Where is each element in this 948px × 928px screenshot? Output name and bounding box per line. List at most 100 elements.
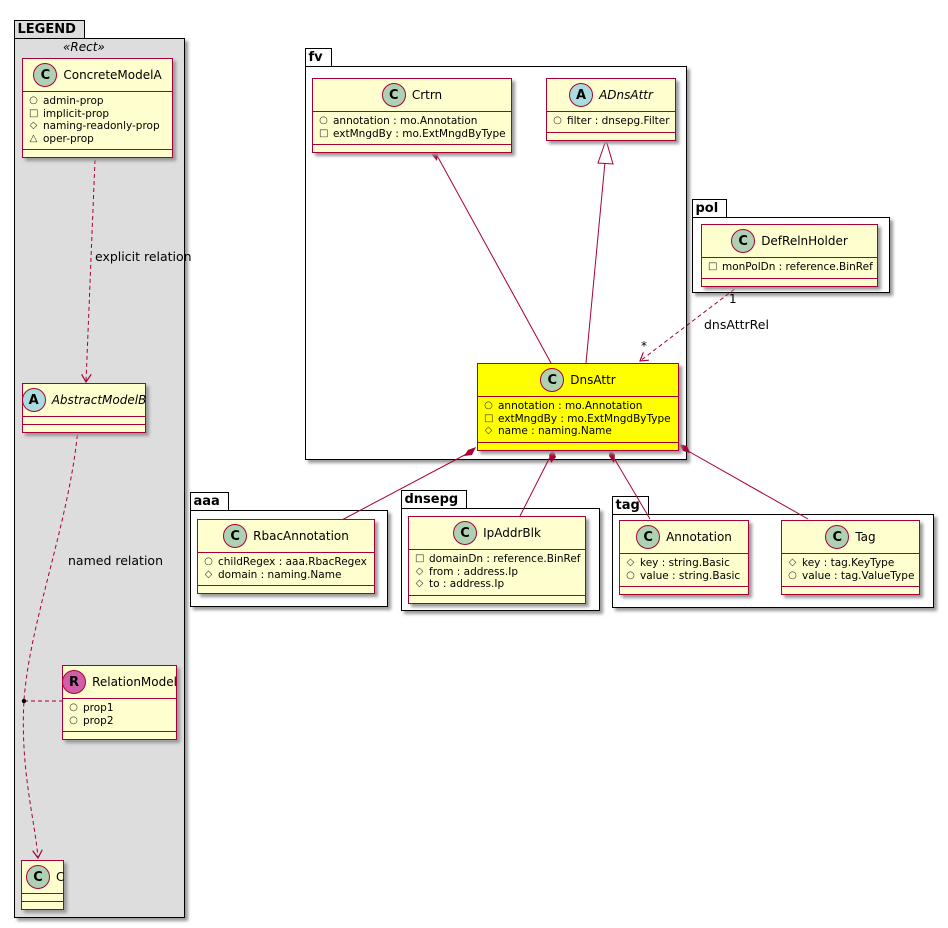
attribute-row: ◇to : address.Ip: [415, 578, 579, 591]
class-icon: C: [453, 521, 478, 545]
attribute-row: ○filter : dnsepg.Filter: [553, 115, 669, 128]
class-name: ConcreteModelA: [63, 68, 162, 82]
class-header: C C: [22, 861, 64, 893]
class-name: DefRelnHolder: [761, 234, 848, 248]
private-icon: □: [708, 261, 718, 272]
class-adnsattr: A ADnsAttr ○filter : dnsepg.Filter: [546, 78, 676, 141]
class-name: Crtrn: [411, 88, 443, 102]
class-attributes: ○ childRegex : aaa.RbacRegex ◇domain : na…: [198, 552, 374, 585]
public-icon: ○: [29, 95, 38, 106]
private-icon: □: [415, 553, 425, 564]
attribute-row: ○ childRegex : aaa.RbacRegex: [204, 556, 368, 569]
public-icon: ○: [626, 569, 635, 581]
class-abstractmodelb: A AbstractModelB: [21, 383, 147, 433]
class-icon: C: [33, 63, 58, 87]
class-icon: R: [62, 670, 87, 694]
attribute-row: □domainDn : reference.BinRef: [415, 553, 581, 566]
attribute-text: annotation : mo.Annotation: [498, 400, 643, 412]
private-icon: □: [29, 107, 39, 119]
dnsattr-ipaddr-edge: [519, 452, 553, 517]
public-icon: ○: [553, 115, 562, 126]
attribute-row: ◇naming-readonly-prop: [29, 120, 166, 133]
class-operations: [23, 424, 145, 432]
class-defrelnholder: C DefRelnHolder □ monPolDn : reference.Bi…: [701, 224, 878, 287]
class-icon: C: [731, 229, 756, 253]
class-operations: [313, 144, 511, 152]
class-operations: [63, 731, 176, 739]
attribute-row: ○ value : string.Basic: [626, 570, 742, 583]
class-attributes: □ monPolDn : reference.BinRef: [702, 257, 877, 278]
public-icon: ○: [69, 714, 78, 726]
attribute-row: ◇ from : address.Ip: [415, 566, 579, 579]
class-name: AbstractModelB: [51, 393, 147, 407]
public-icon: ○: [319, 115, 328, 126]
class-attributes: □domainDn : reference.BinRef ◇ from : add…: [409, 549, 585, 595]
attribute-row: ◇name : naming.Name: [484, 425, 672, 438]
attribute-row: ○ value : tag.ValueType: [788, 569, 915, 583]
attribute-text: key : tag.KeyType: [802, 557, 895, 569]
attribute-row: ○ annotation : mo.Annotation: [484, 400, 672, 413]
class-name: RbacAnnotation: [253, 529, 349, 543]
class-header: C Tag: [782, 521, 919, 553]
attribute-text: value : tag.ValueType: [802, 569, 915, 582]
attribute-text: implicit-prop: [43, 107, 110, 120]
attribute-text: name : naming.Name: [498, 425, 612, 437]
pol-package-tab: pol: [691, 199, 728, 217]
public-icon: ○: [484, 400, 493, 411]
package-icon: △: [29, 132, 38, 144]
attribute-text: extMngdBy : mo.ExtMngdByType: [333, 127, 506, 140]
multiplicity-from: 1: [729, 292, 737, 306]
private-icon: □: [319, 127, 329, 139]
attribute-row: ○ admin-prop: [29, 95, 166, 108]
class-icon: C: [825, 525, 850, 549]
fv-package-tab: fv: [304, 48, 332, 66]
class-header: A AbstractModelB: [21, 384, 147, 416]
attribute-row: ◇domain : naming.Name: [204, 569, 368, 582]
attribute-text: prop2: [83, 714, 114, 727]
class-icon: A: [21, 388, 46, 412]
class-crtrn: C Crtrn ○annotation : mo.Annotation □ ext…: [312, 78, 512, 153]
class-header: C ConcreteModelA: [23, 59, 172, 91]
class-operations: [547, 131, 675, 140]
attribute-text: from : address.Ip: [429, 565, 518, 578]
protected-icon: ◇: [415, 565, 424, 577]
class-header: C Crtrn: [313, 79, 511, 111]
class-rbacannotation: C RbacAnnotation ○childRegex : aaa.RbacR…: [197, 519, 375, 594]
class-operations: [22, 901, 63, 909]
dnsattrrel-label: dnsAttrRel: [704, 317, 769, 332]
protected-icon: ◇: [204, 568, 213, 580]
class-name: Tag: [855, 530, 876, 544]
class-attributes: ◇key : tag.KeyType ○value : tag.ValueTyp…: [782, 553, 919, 586]
class-tag: C Tag ◇key : tag.KeyType ○value : tag.Va…: [781, 520, 920, 595]
attribute-text: value : string.Basic: [640, 569, 741, 582]
class-operations: [23, 149, 172, 157]
public-icon: ○: [788, 569, 797, 581]
attribute-row: ◇key : string.Basic: [626, 557, 742, 570]
class-operations: [198, 585, 374, 593]
class-operations: [782, 586, 919, 594]
class-name: IpAddrBlk: [483, 526, 541, 540]
attribute-text: childRegex : aaa.RbacRegex: [218, 556, 367, 568]
class-operations: [478, 441, 678, 450]
explicit-relation-label: explicit relation: [95, 249, 192, 264]
class-attributes: ○filter : dnsepg.Filter: [547, 111, 675, 132]
attribute-row: ○annotation : mo.Annotation: [319, 115, 505, 128]
attribute-text: key : string.Basic: [640, 557, 730, 569]
aaa-package-tab: aaa: [189, 492, 229, 510]
class-name: DnsAttr: [570, 373, 616, 387]
class-attributes: ○ admin-prop □ implicit-prop ◇naming-reado…: [23, 91, 172, 149]
class-header: R RelationModel: [62, 666, 177, 698]
class-icon: C: [540, 368, 565, 392]
public-icon: ○: [69, 702, 78, 713]
class-dnsattr: C DnsAttr ○ annotation : mo.Annotation □e…: [477, 363, 679, 451]
class-attributes: ○annotation : mo.Annotation □ extMngdBy :…: [313, 111, 511, 144]
attribute-text: monPolDn : reference.BinRef: [722, 261, 873, 273]
multiplicity-to: *: [641, 339, 647, 353]
attribute-text: admin-prop: [43, 95, 104, 107]
class-name: Annotation: [666, 530, 732, 544]
class-name: ADnsAttr: [599, 88, 653, 102]
class-ipaddrblk: C IpAddrBlk □domainDn : reference.BinRef…: [408, 516, 586, 604]
class-operations: [702, 277, 877, 286]
attribute-row: □extMngdBy : mo.ExtMngdByType: [484, 413, 672, 426]
public-icon: ○: [204, 556, 213, 567]
